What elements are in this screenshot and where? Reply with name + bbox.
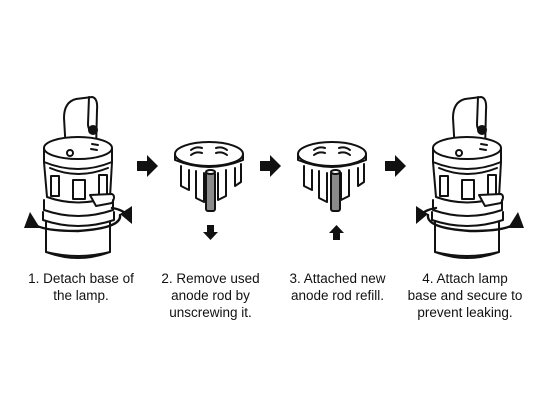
- step-1-caption: 1. Detach base of the lamp.: [6, 270, 156, 304]
- step-2-caption-line: unscrewing it.: [169, 305, 252, 320]
- right-arrow-icon: [137, 155, 158, 177]
- step-3-caption-line: 3. Attached new: [289, 271, 386, 286]
- step-1-caption-line: 1. Detach base of: [28, 271, 134, 286]
- step-1-caption-line: the lamp.: [53, 288, 109, 303]
- rotate-arrow-icon: [24, 206, 132, 233]
- step-4-caption-line: base and secure to: [407, 288, 523, 303]
- up-arrow-icon: [329, 225, 344, 240]
- step-2-caption-line: 2. Remove used: [161, 271, 260, 286]
- step-3-caption: 3. Attached new anode rod refill.: [265, 270, 410, 304]
- lamp-illustration-1: [42, 96, 115, 259]
- step-2-caption: 2. Remove used anode rod by unscrewing i…: [138, 270, 283, 321]
- right-arrow-icon: [260, 155, 281, 177]
- step-4-caption-line: 4. Attach lamp: [422, 271, 508, 286]
- anode-cap-illustration-3: [297, 141, 367, 212]
- step-4-caption-line: prevent leaking.: [417, 305, 513, 320]
- anode-cap-illustration-2: [174, 141, 244, 212]
- lamp-illustration-4: [431, 96, 504, 259]
- rotate-arrow-icon: [416, 206, 524, 233]
- step-3-caption-line: anode rod refill.: [290, 288, 385, 303]
- step-2-caption-line: anode rod by: [171, 288, 250, 303]
- down-arrow-icon: [203, 225, 218, 240]
- right-arrow-icon: [385, 155, 406, 177]
- step-4-caption: 4. Attach lamp base and secure to preven…: [390, 270, 540, 321]
